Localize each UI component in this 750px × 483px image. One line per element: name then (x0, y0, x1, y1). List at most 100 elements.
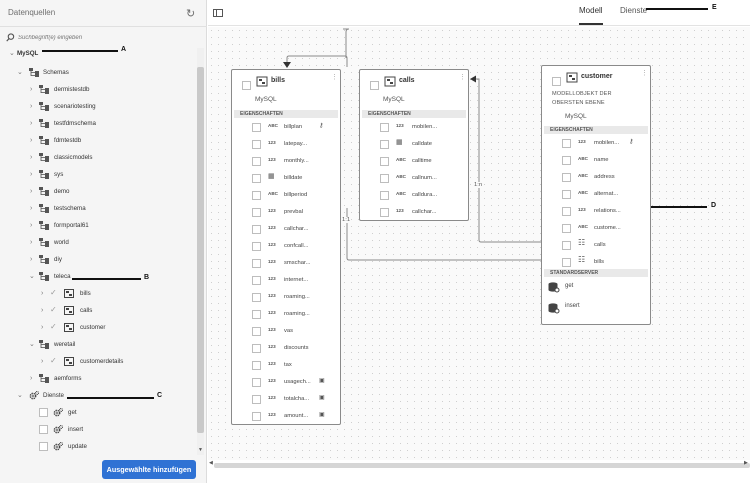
property-checkbox[interactable] (252, 191, 261, 200)
chevron-right-icon[interactable]: › (30, 205, 33, 212)
tree-item-schema[interactable]: ›formportal61 (0, 218, 197, 234)
property-row[interactable]: ▦calldate (360, 136, 466, 152)
service-checkbox[interactable] (39, 425, 48, 434)
sidebar-toggle-icon[interactable] (213, 9, 223, 17)
property-checkbox[interactable] (380, 123, 389, 132)
tree-item-service[interactable]: get (0, 405, 197, 421)
tree-item-schema-weretail[interactable]: ⌄weretail (0, 337, 197, 353)
tree-item-schema-teleca[interactable]: ⌄teleca (0, 269, 197, 285)
scrollbar-thumb[interactable] (197, 67, 204, 433)
chevron-right-icon[interactable]: › (41, 307, 44, 314)
drag-handle-icon[interactable]: ⋮ (459, 74, 466, 81)
entity-card-customer[interactable]: customer ⋮ MODELLOBJEKT DER OBERSTEN EBE… (541, 65, 651, 325)
property-row[interactable]: ▦billdate (232, 170, 338, 186)
property-checkbox[interactable] (252, 123, 261, 132)
service-checkbox[interactable] (39, 442, 48, 451)
tree-item-services[interactable]: ⌄Dienste (0, 388, 197, 404)
chevron-right-icon[interactable]: › (30, 375, 33, 382)
tree-item-table[interactable]: ›✓bills (0, 286, 197, 302)
property-checkbox[interactable] (252, 140, 261, 149)
scroll-down-icon[interactable]: ▼ (198, 447, 203, 453)
property-row[interactable]: ☷bills (542, 254, 648, 270)
search-input[interactable] (18, 32, 198, 44)
tree-item-service[interactable]: update (0, 439, 197, 455)
chevron-right-icon[interactable]: › (41, 324, 44, 331)
chevron-right-icon[interactable]: › (30, 103, 33, 110)
chevron-right-icon[interactable]: › (30, 239, 33, 246)
chevron-right-icon[interactable]: › (30, 120, 33, 127)
property-checkbox[interactable] (562, 258, 571, 267)
tree-item-schema[interactable]: ›testfdmschema (0, 116, 197, 132)
chevron-right-icon[interactable]: › (30, 171, 33, 178)
chevron-down-icon[interactable]: ⌄ (29, 341, 35, 348)
chevron-right-icon[interactable]: › (30, 188, 33, 195)
chevron-down-icon[interactable]: ⌄ (17, 69, 23, 76)
card-checkbox[interactable] (242, 81, 251, 90)
property-checkbox[interactable] (252, 378, 261, 387)
tree-item-schema-aemforms[interactable]: ›aemforms (0, 371, 197, 387)
tree-item-schema[interactable]: ›world (0, 235, 197, 251)
refresh-icon[interactable]: ↻ (186, 8, 196, 20)
tree-item-schema[interactable]: ›fdmtestdb (0, 133, 197, 149)
property-checkbox[interactable] (562, 173, 571, 182)
tree-item-schema[interactable]: ›classicmodels (0, 150, 197, 166)
property-checkbox[interactable] (562, 190, 571, 199)
service-checkbox[interactable] (39, 408, 48, 417)
tree-item-schema[interactable]: ›sys (0, 167, 197, 183)
tree-item-table[interactable]: ›✓customerdetails (0, 354, 197, 370)
property-checkbox[interactable] (562, 139, 571, 148)
add-selected-button[interactable]: Ausgewählte hinzufügen (102, 460, 196, 479)
operation-insert[interactable]: insert (542, 298, 648, 316)
tree-item-schema[interactable]: ›diy (0, 252, 197, 268)
tree-item-service[interactable]: insert (0, 422, 197, 438)
property-checkbox[interactable] (252, 242, 261, 251)
property-checkbox[interactable] (252, 395, 261, 404)
tree-item-mysql[interactable]: ⌄ MySQL ▲ (0, 46, 197, 62)
property-checkbox[interactable] (252, 361, 261, 370)
chevron-right-icon[interactable]: › (30, 154, 33, 161)
drag-handle-icon[interactable]: ⋮ (641, 70, 648, 77)
chevron-right-icon[interactable]: › (30, 256, 33, 263)
property-checkbox[interactable] (252, 327, 261, 336)
chevron-right-icon[interactable]: › (41, 290, 44, 297)
card-checkbox[interactable] (552, 77, 561, 86)
drag-handle-icon[interactable]: ⋮ (331, 74, 338, 81)
property-checkbox[interactable] (380, 191, 389, 200)
property-checkbox[interactable] (252, 310, 261, 319)
chevron-down-icon[interactable]: ⌄ (29, 273, 35, 280)
property-checkbox[interactable] (380, 140, 389, 149)
tree-item-schema[interactable]: ›demo (0, 184, 197, 200)
property-checkbox[interactable] (252, 225, 261, 234)
chevron-right-icon[interactable]: › (30, 86, 33, 93)
tab-model[interactable]: Modell (579, 6, 603, 15)
tab-services[interactable]: Dienste (620, 6, 648, 15)
chevron-down-icon[interactable]: ⌄ (9, 50, 15, 57)
card-checkbox[interactable] (370, 81, 379, 90)
tree-item-schema[interactable]: ›scenariotesting (0, 99, 197, 115)
horizontal-scrollbar[interactable] (214, 463, 750, 468)
tree-item-table[interactable]: ›✓customer (0, 320, 197, 336)
